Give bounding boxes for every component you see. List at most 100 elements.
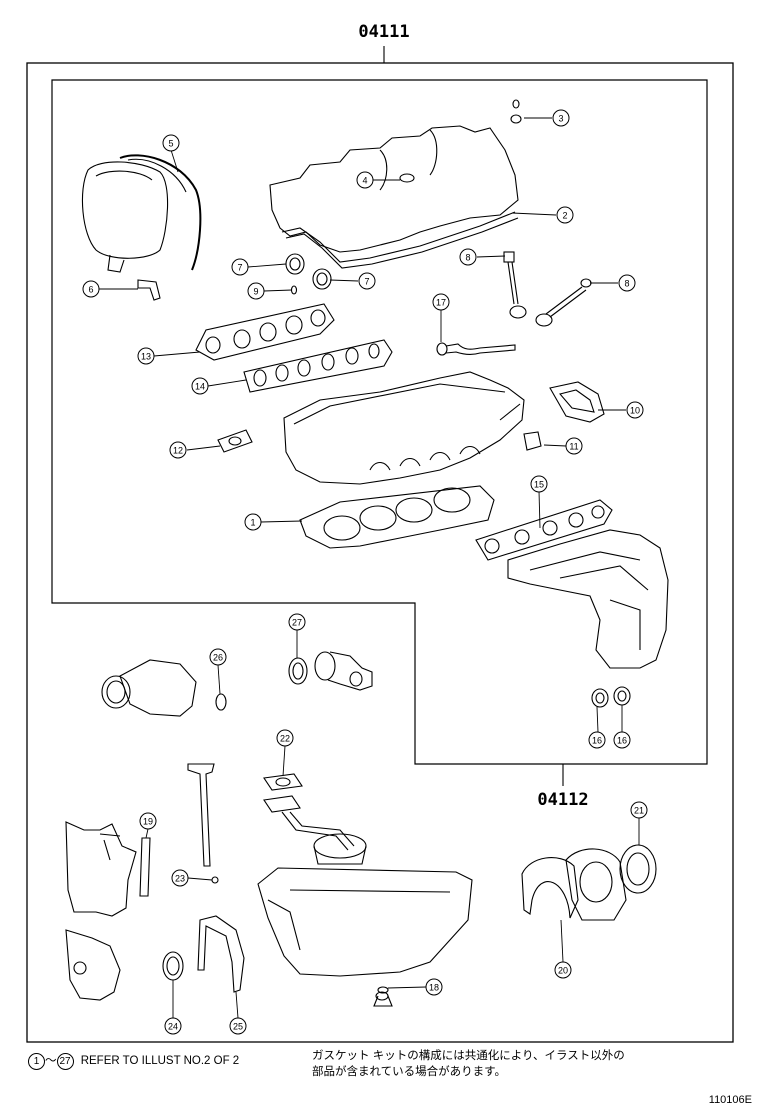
callout-circle [247,282,265,300]
leader-lines [99,117,640,1019]
callout-circle [356,171,374,189]
callout-c6: 6 [82,280,100,298]
exhaust-gasket-16a [591,688,609,708]
callout-circle [530,475,548,493]
callout-number: 1 [250,518,255,528]
callout-number: 16 [592,736,602,746]
callout-circle [565,437,583,455]
callout-circle [556,206,574,224]
cylinder-head-gasket [299,485,495,549]
callout-number: 16 [617,736,627,746]
callout-number: 19 [143,817,153,827]
jp-note-line-1: ガスケット キットの構成には共通化により、イラスト以外の [312,1050,625,1062]
gasket-12 [217,429,253,453]
callout-number: 22 [280,734,290,744]
callout-number: 26 [213,653,223,663]
cylinder-head-cover [269,125,519,269]
oil-seal-27 [288,657,308,685]
callout-c24: 24 [164,1017,182,1035]
outer-frame [26,62,734,1043]
callout-circle [231,258,249,276]
callout-number: 20 [558,966,568,976]
callout-number: 23 [175,874,185,884]
callout-circle [162,134,180,152]
ref-tilde: ～ [45,1055,57,1067]
callout-c23: 23 [171,869,189,887]
callout-c17: 17 [432,293,450,311]
callout-circle [244,513,262,531]
callout-number: 15 [534,480,544,490]
cylinder-head [283,371,525,485]
callout-number: 3 [558,114,563,124]
callout-c25: 25 [229,1017,247,1035]
callout-c3: 3 [552,109,570,127]
callout-number: 27 [292,618,302,628]
kit-code-04111: 04111 [358,22,409,42]
callout-c22: 22 [276,729,294,747]
callout-number: 4 [362,176,367,186]
exhaust-manifold-gasket [475,499,613,561]
o-ring-26 [215,693,227,711]
ref-end-badge: 27 [56,1053,74,1070]
callout-circle [459,248,477,266]
oil-seal-21 [619,844,657,894]
drain-gasket-18 [377,986,389,994]
callout-circle [209,648,227,666]
manifold-gasket-14 [243,339,393,393]
timing-cover [81,154,202,273]
plug-seal-7b [312,268,332,290]
callout-c26: 26 [209,648,227,666]
rear-seal-retainer [565,848,627,921]
callout-c20: 20 [554,961,572,979]
callout-number: 10 [630,406,640,416]
callout-c16b: 16 [613,731,631,749]
callout-number: 6 [88,285,93,295]
intake-manifold-gasket [195,303,335,361]
callout-c5: 5 [162,134,180,152]
exhaust-gasket-16b [613,686,631,706]
callout-circle [137,347,155,365]
callout-c8b: 8 [618,274,636,292]
callout-c7a: 7 [231,258,249,276]
callout-c27: 27 [288,613,306,631]
water-inlet-housing [101,659,197,717]
callout-number: 7 [237,263,242,273]
callout-circle [630,801,648,819]
callout-number: 8 [624,279,629,289]
callout-c8a: 8 [459,248,477,266]
callout-number: 7 [364,277,369,287]
callout-number: 25 [233,1022,243,1032]
callout-circle [276,729,294,747]
footer-reference-note: 1～27 REFER TO ILLUST NO.2 OF 2 [28,1053,239,1070]
callout-number: 17 [436,298,446,308]
intake-valve [503,251,527,319]
figure-id: 110106E [708,1094,752,1106]
callout-circle [171,869,189,887]
gasket-11 [523,431,542,451]
callout-number: 14 [195,382,205,392]
callout-number: 11 [569,442,578,452]
gasket-25 [197,915,245,993]
callout-circle [626,401,644,419]
ref-start-badge: 1 [28,1053,45,1070]
callout-circle [554,961,572,979]
oil-strainer [263,795,367,865]
callout-circle [82,280,100,298]
callout-circle [164,1017,182,1035]
thermostat-housing [314,651,373,691]
callout-number: 8 [465,253,470,263]
callout-c14: 14 [191,377,209,395]
callout-c21: 21 [630,801,648,819]
oil-filler-cap-4 [399,173,415,183]
callout-circle [139,812,157,830]
gasket-19 [139,837,151,897]
plug-seal-7a [285,253,305,275]
callout-circle [432,293,450,311]
callout-circle [169,441,187,459]
callout-circle [613,731,631,749]
jp-note-line-2: 部品が含まれている場合があります。 [312,1066,507,1078]
drain-plug [373,991,393,1007]
callout-number: 18 [429,983,439,993]
